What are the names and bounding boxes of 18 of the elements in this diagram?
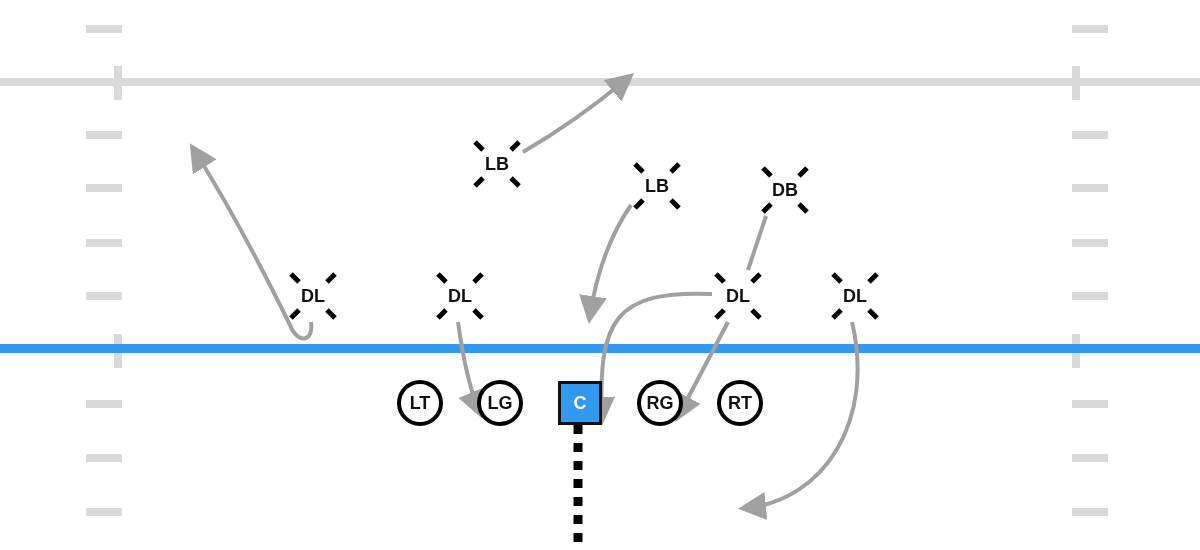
defender-label: DL [726, 285, 750, 307]
lineman-circle: LT [397, 380, 443, 426]
defender-label: DL [843, 285, 867, 307]
route-arrow [522, 72, 635, 154]
lineman-circle: RT [717, 380, 763, 426]
defender-label: LB [485, 153, 509, 175]
route-arrow [675, 321, 730, 423]
route-arrow [189, 143, 314, 341]
lineman-circle: RG [637, 380, 683, 426]
defender-label: DB [772, 179, 798, 201]
route-arrow [579, 203, 633, 324]
lineman-circle: LG [477, 380, 523, 426]
route-line [746, 215, 768, 271]
defender-label: DL [448, 285, 472, 307]
defender-label: LB [645, 175, 669, 197]
defender-label: DL [301, 285, 325, 307]
route-arrow [738, 321, 860, 519]
center-square: C [558, 381, 602, 425]
